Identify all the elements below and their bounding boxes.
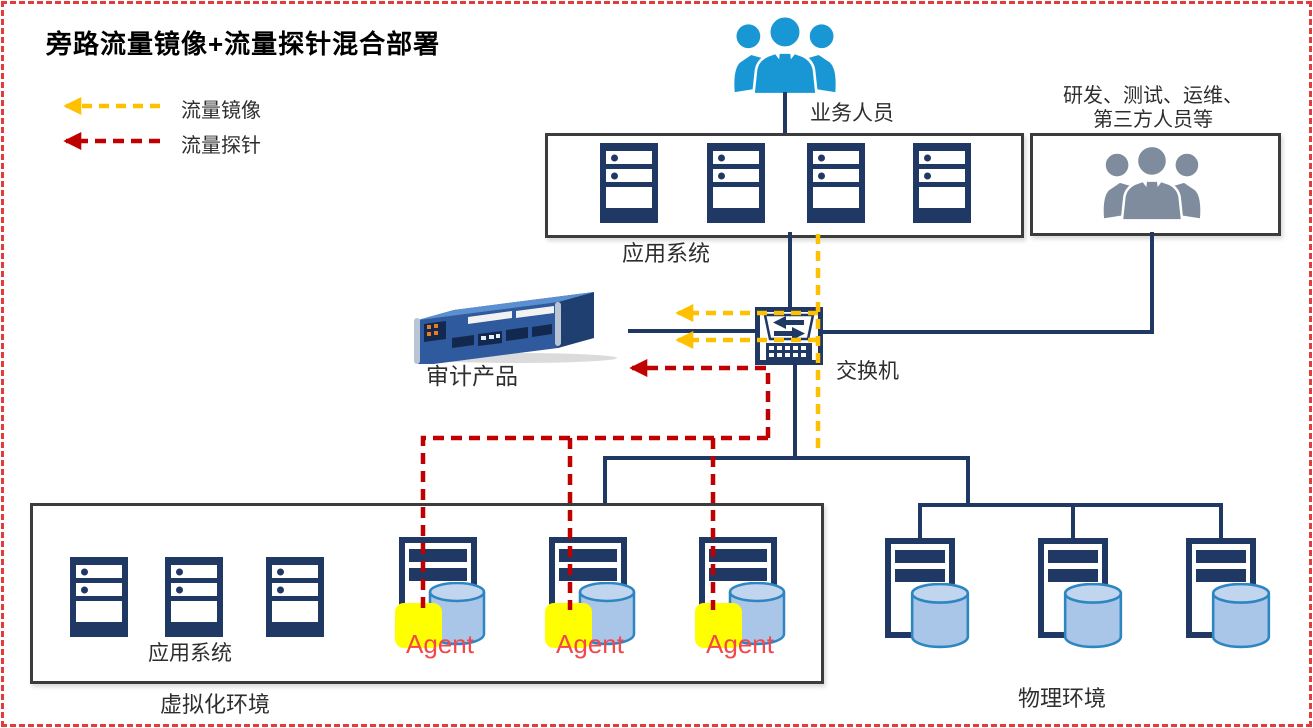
switch-label: 交换机	[836, 360, 899, 383]
switch-icon	[755, 307, 823, 365]
app-system-label: 应用系统	[622, 241, 711, 266]
database-cylinder-icon	[1211, 583, 1271, 649]
external-users-label: 研发、测试、运维、 第三方人员等	[1028, 84, 1278, 132]
virt-server-icon	[70, 557, 128, 637]
audit-product-label: 审计产品	[426, 363, 518, 389]
agent-label: Agent	[556, 629, 624, 659]
agent-label: Agent	[406, 629, 474, 659]
agent-label: Agent	[706, 629, 774, 659]
virt-server-icon	[266, 557, 324, 637]
legend-probe-label: 流量探针	[181, 135, 261, 157]
app-server-icon	[707, 143, 765, 223]
agent-box	[695, 603, 742, 648]
physical-label: 物理环境	[1018, 686, 1107, 711]
legend-mirror-label: 流量镜像	[181, 100, 261, 122]
app-server-icon	[913, 143, 971, 223]
external-users-line1: 研发、测试、运维、	[1063, 85, 1243, 107]
database-cylinder-icon	[910, 583, 970, 649]
business-users-label: 业务人员	[810, 102, 894, 125]
database-cylinder-icon	[1063, 583, 1123, 649]
agent-box	[395, 603, 442, 648]
agent-box	[545, 603, 592, 648]
page-title: 旁路流量镜像+流量探针混合部署	[46, 29, 441, 59]
business-users-people-icon	[721, 14, 849, 96]
virt-app-system-label: 应用系统	[148, 642, 232, 665]
audit-appliance-icon	[414, 292, 617, 364]
external-users-line2: 第三方人员等	[1093, 109, 1213, 131]
external-users-people-icon	[1091, 144, 1213, 222]
app-server-icon	[600, 143, 658, 223]
virt-server-icon	[165, 557, 223, 637]
virtualization-label: 虚拟化环境	[160, 692, 271, 717]
app-server-icon	[807, 143, 865, 223]
